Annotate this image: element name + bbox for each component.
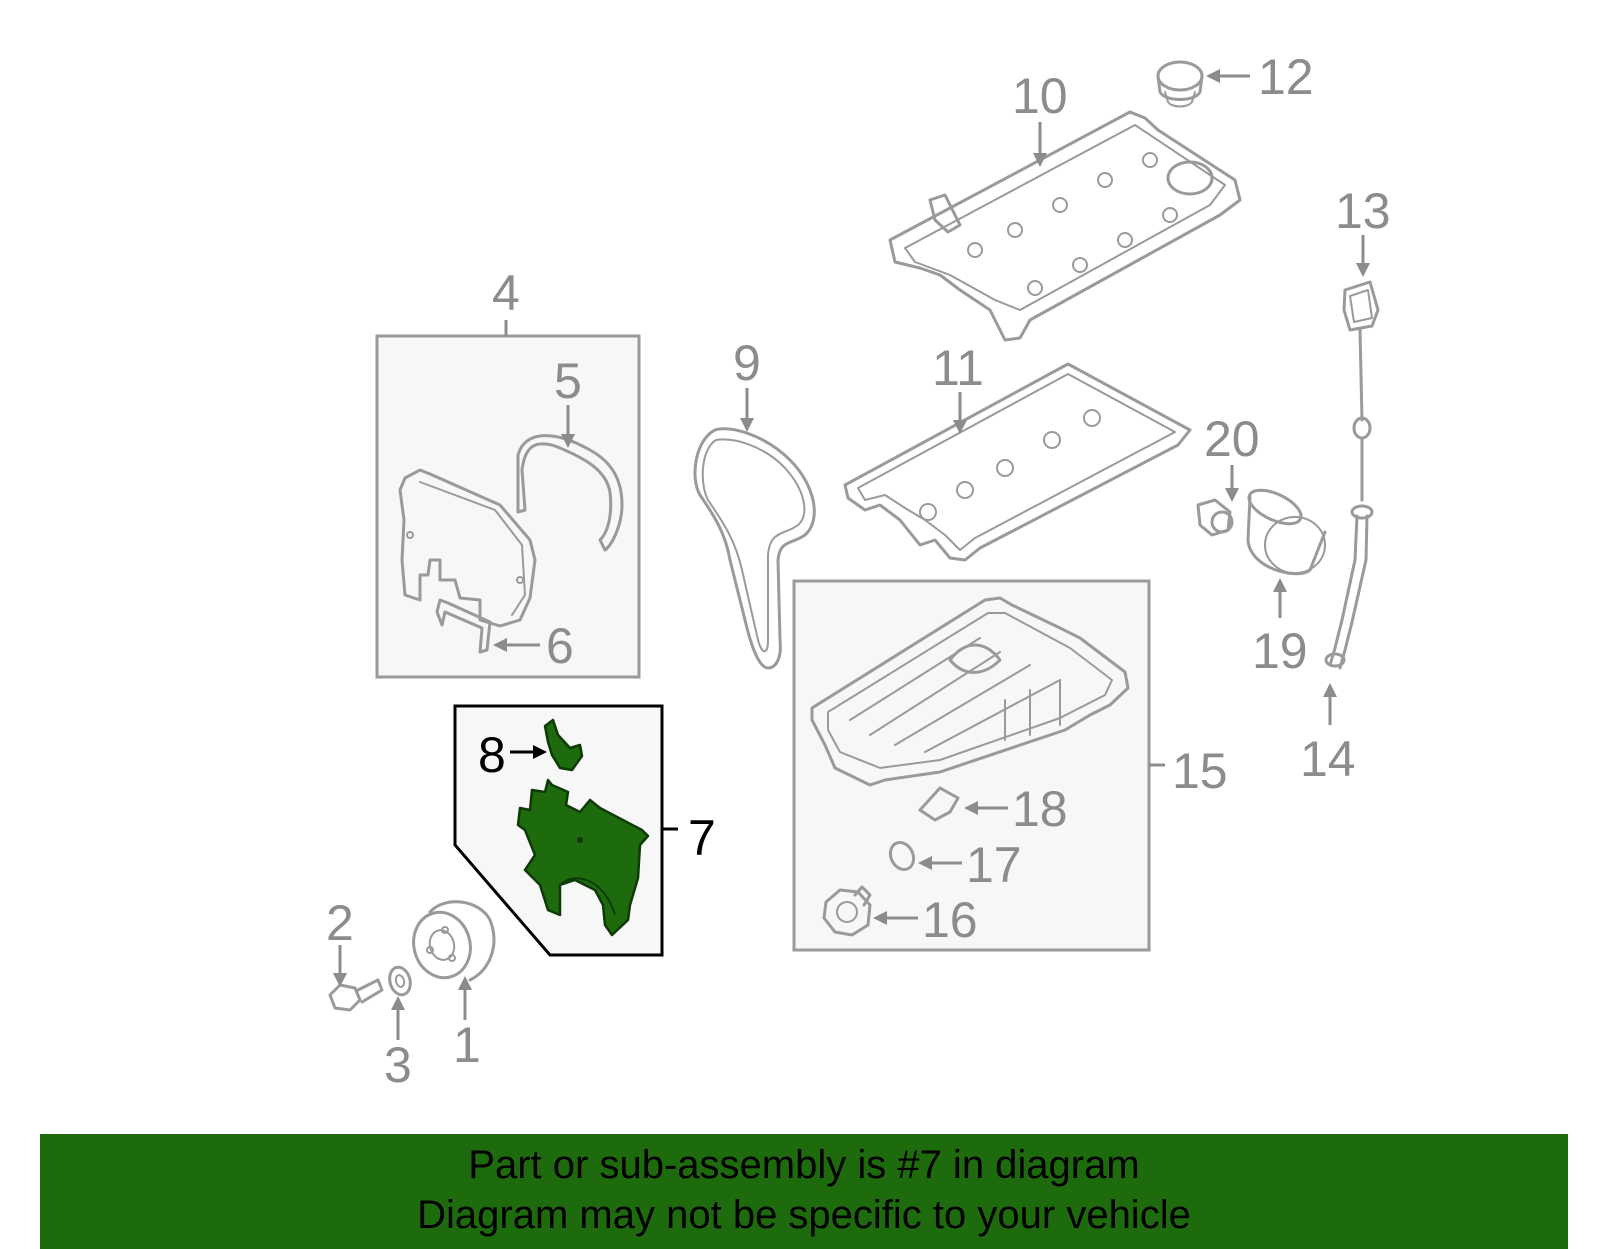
part-oil-pan[interactable]: [810, 596, 1130, 787]
callout-7: 7: [688, 810, 716, 866]
callout-1: 1: [453, 1017, 481, 1073]
part-upper-timing-cover[interactable]: [398, 468, 537, 628]
callout-2: 2: [326, 895, 354, 951]
banner-line-2: Diagram may not be specific to your vehi…: [417, 1193, 1191, 1237]
part-crankshaft-bolt[interactable]: [328, 978, 384, 1012]
part-dipstick-tube[interactable]: [1324, 504, 1374, 670]
part-oil-filler-cap[interactable]: [1156, 60, 1204, 108]
callout-14: 14: [1300, 731, 1356, 787]
part-oil-pressure-switch[interactable]: [1196, 498, 1234, 537]
callout-8: 8: [478, 727, 506, 783]
part-crankshaft-pulley[interactable]: [406, 900, 496, 984]
part-lower-cover-gasket[interactable]: [543, 718, 584, 772]
part-drain-plug-washer[interactable]: [886, 839, 918, 874]
callout-15: 15: [1172, 743, 1228, 799]
part-dipstick[interactable]: [1342, 280, 1380, 502]
part-lower-gasket[interactable]: [435, 598, 492, 654]
callout-12: 12: [1258, 49, 1314, 105]
part-cover-gasket[interactable]: [516, 434, 624, 552]
banner-line-1: Part or sub-assembly is #7 in diagram: [468, 1143, 1140, 1187]
callout-3: 3: [384, 1037, 412, 1093]
callout-16: 16: [922, 892, 978, 948]
callout-13: 13: [1335, 183, 1391, 239]
callout-5: 5: [554, 353, 582, 409]
callout-4: 4: [492, 265, 520, 321]
part-oil-pump-screen-gasket[interactable]: [918, 786, 960, 822]
callout-18: 18: [1012, 781, 1068, 837]
info-banner: Part or sub-assembly is #7 in diagram Di…: [40, 1134, 1568, 1249]
callout-19: 19: [1252, 623, 1308, 679]
part-valve-cover[interactable]: [888, 110, 1242, 342]
group-box-4: [375, 334, 641, 679]
callout-17: 17: [966, 837, 1022, 893]
part-valve-cover-gasket[interactable]: [843, 362, 1192, 562]
part-drain-plug[interactable]: [822, 885, 872, 937]
callout-9: 9: [733, 335, 761, 391]
callout-10: 10: [1012, 68, 1068, 124]
callout-11: 11: [932, 340, 984, 396]
part-timing-belt[interactable]: [693, 427, 816, 670]
callout-6: 6: [546, 618, 574, 674]
callout-20: 20: [1204, 411, 1260, 467]
part-lower-timing-cover[interactable]: [516, 778, 650, 937]
callout-arrows: [333, 69, 1370, 1040]
part-oil-filter[interactable]: [1244, 483, 1327, 576]
part-washer[interactable]: [387, 965, 414, 997]
